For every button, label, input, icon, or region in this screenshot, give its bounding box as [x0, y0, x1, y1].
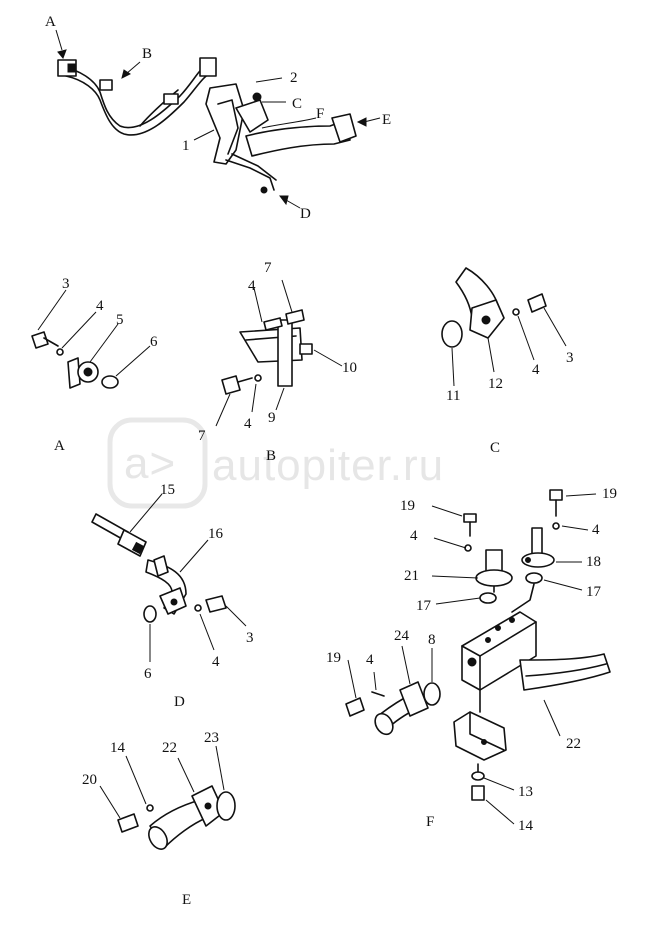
d-label-3: 3 [246, 630, 254, 646]
f-bolt-19-right [549, 489, 563, 501]
e-label-22: 22 [162, 740, 177, 756]
b-bolt-7-bottom [221, 375, 241, 395]
view-caption-a: A [54, 438, 65, 454]
f-label-14: 14 [518, 818, 534, 834]
f-label-4-right: 4 [592, 522, 600, 538]
f-bolt-19-left [463, 513, 477, 523]
view-c: 11 12 4 3 C [441, 267, 574, 456]
a-washer [56, 348, 64, 356]
f-nut-14 [471, 785, 485, 801]
callout-d: D [300, 206, 311, 222]
d-label-6: 6 [144, 666, 152, 682]
f-oring-17-right [525, 572, 543, 584]
a-label-6: 6 [150, 334, 158, 350]
callout-2: 2 [290, 70, 298, 86]
f-washer-13 [471, 771, 485, 781]
f-label-17-right: 17 [586, 584, 602, 600]
d-oring [143, 605, 157, 623]
c-oring [441, 320, 463, 348]
overview-hose [59, 63, 211, 129]
d-label-16: 16 [208, 526, 224, 542]
view-caption-f: F [426, 814, 434, 830]
overview-assembly: A B 2 C F E 1 D [45, 14, 391, 222]
f-label-4-left: 4 [410, 528, 418, 544]
a-label-5: 5 [116, 312, 124, 328]
f-oring-17-left [479, 592, 497, 604]
a-label-3: 3 [62, 276, 70, 292]
e-label-23: 23 [204, 730, 219, 746]
d-label-4: 4 [212, 654, 220, 670]
f-label-22: 22 [566, 736, 581, 752]
f-oring-8 [423, 682, 441, 706]
view-caption-e: E [182, 892, 191, 908]
a-oring [101, 375, 119, 389]
view-a: 3 4 5 6 A [31, 276, 158, 454]
c-bolt [527, 293, 547, 313]
d-bolt [205, 595, 227, 613]
view-f: 19 19 4 4 21 18 17 17 8 24 19 4 22 13 14… [326, 486, 617, 834]
b-label-10: 10 [342, 360, 357, 376]
c-label-3: 3 [566, 350, 574, 366]
b-bolt-7-top [285, 309, 305, 325]
f-label-24: 24 [394, 628, 410, 644]
callout-e: E [382, 112, 391, 128]
callout-a: A [45, 14, 56, 30]
f-bracket [453, 711, 507, 761]
f-label-19-lower: 19 [326, 650, 341, 666]
view-d: 15 16 6 4 3 D [91, 482, 254, 710]
watermark-text: autopiter.ru [212, 441, 444, 490]
watermark-logo-frame [107, 417, 208, 509]
view-e: 14 22 23 20 E [82, 730, 236, 908]
a-elbow [67, 357, 81, 389]
watermark-logo-glyph: a> [124, 439, 176, 488]
b-tube [277, 319, 293, 387]
view-b: 7 4 10 7 4 9 B [198, 260, 357, 464]
c-label-11: 11 [446, 388, 460, 404]
view-caption-b: B [266, 448, 276, 464]
c-label-4: 4 [532, 362, 540, 378]
f-label-13: 13 [518, 784, 533, 800]
f-label-21: 21 [404, 568, 419, 584]
e-label-20: 20 [82, 772, 97, 788]
b-label-4-bottom: 4 [244, 416, 252, 432]
a-bolt [31, 331, 49, 349]
b-label-7-top: 7 [264, 260, 272, 276]
callout-f: F [316, 106, 324, 122]
f-label-4-lower: 4 [366, 652, 374, 668]
e-gasket [216, 791, 236, 821]
f-label-8: 8 [428, 632, 436, 648]
f-port-flange [399, 681, 429, 717]
e-bolt [117, 813, 139, 833]
overview-bracket [205, 83, 245, 165]
view-caption-d: D [174, 694, 185, 710]
f-label-19-right: 19 [602, 486, 617, 502]
f-label-17-left: 17 [416, 598, 432, 614]
f-label-18: 18 [586, 554, 601, 570]
overview-pipe [245, 119, 351, 157]
d-fitting [117, 529, 147, 557]
b-label-4-top: 4 [248, 278, 256, 294]
b-label-7-bottom: 7 [198, 428, 206, 444]
f-fitting-18 [531, 527, 543, 555]
a-label-4: 4 [96, 298, 104, 314]
c-label-12: 12 [488, 376, 503, 392]
callout-1: 1 [182, 138, 190, 154]
f-bolt-19-lower [345, 697, 365, 717]
callout-b: B [142, 46, 152, 62]
callout-c: C [292, 96, 302, 112]
f-label-19-left: 19 [400, 498, 415, 514]
view-caption-c: C [490, 440, 500, 456]
d-label-15: 15 [160, 482, 175, 498]
e-label-14: 14 [110, 740, 126, 756]
b-label-9: 9 [268, 410, 276, 426]
watermark: a> autopiter.ru [107, 417, 444, 509]
